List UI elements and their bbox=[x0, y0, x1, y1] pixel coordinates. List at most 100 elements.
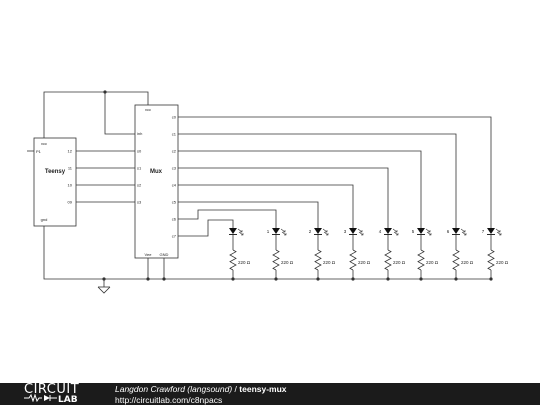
junction-dot bbox=[274, 277, 278, 281]
logo-bottom-text: LAB bbox=[58, 395, 78, 405]
resistor-value-label: 220 Ω bbox=[281, 260, 294, 265]
light-emission-icon bbox=[357, 228, 364, 236]
vcc-rail bbox=[43, 91, 149, 138]
junction-dot bbox=[454, 277, 458, 281]
led-index-label: 1 bbox=[267, 229, 270, 234]
led[interactable]: 1 220 Ω bbox=[267, 228, 294, 271]
circuitlab-logo[interactable]: CIRCUIT LAB bbox=[24, 383, 94, 405]
resistor-icon bbox=[417, 249, 425, 271]
channel-wire bbox=[178, 167, 389, 228]
resistor-icon bbox=[452, 249, 460, 271]
circuit-url[interactable]: http://circuitlab.com/c8npacs bbox=[115, 395, 223, 405]
resistor-icon bbox=[487, 249, 495, 271]
led-diode-icon bbox=[272, 228, 280, 234]
led-diode-icon bbox=[452, 228, 460, 234]
mux-select-pin-label: s1 bbox=[137, 166, 142, 171]
teensy-pin-label: 12 bbox=[68, 149, 73, 154]
resistor-value-label: 220 Ω bbox=[461, 260, 474, 265]
junction-dot bbox=[489, 277, 493, 281]
credit-separator: / bbox=[232, 384, 240, 394]
channel-wire bbox=[178, 150, 422, 228]
resistor-icon bbox=[229, 249, 237, 271]
mux-channel-pin-label: c0 bbox=[172, 115, 177, 120]
resistor-icon bbox=[349, 249, 357, 271]
channel-wire bbox=[178, 116, 492, 228]
led-index-label: 5 bbox=[412, 229, 415, 234]
led-index-label: 4 bbox=[379, 229, 382, 234]
led-diode-icon bbox=[314, 228, 322, 234]
resistor-value-label: 220 Ω bbox=[238, 260, 251, 265]
teensy-pin-gnd: gnd bbox=[41, 217, 48, 222]
mux-select-pin-label: s2 bbox=[137, 183, 142, 188]
led-diode-icon bbox=[229, 228, 237, 234]
led-diode-icon bbox=[417, 228, 425, 234]
credit-line: Langdon Crawford (langsound) / teensy-mu… bbox=[115, 384, 287, 394]
led-index-label: 2 bbox=[309, 229, 312, 234]
led[interactable]: 2 220 Ω bbox=[309, 228, 336, 271]
led[interactable]: 4 220 Ω bbox=[379, 228, 406, 271]
led[interactable]: 220 Ω bbox=[229, 228, 251, 271]
mux-select-pin-label: s3 bbox=[137, 200, 142, 205]
led-diode-icon bbox=[384, 228, 392, 234]
resistor-value-label: 220 Ω bbox=[323, 260, 336, 265]
channel-wire bbox=[178, 209, 277, 228]
led-index-label: 3 bbox=[344, 229, 347, 234]
light-emission-icon bbox=[460, 228, 467, 236]
mux-channel-pin-label: c1 bbox=[172, 132, 177, 137]
light-emission-icon bbox=[495, 228, 502, 236]
junction-dot bbox=[386, 277, 390, 281]
resistor-logo-icon bbox=[24, 394, 57, 402]
teensy-chip[interactable]: Teensy vcc gnd P1 bbox=[33, 137, 77, 227]
author-name[interactable]: Langdon Crawford (langsound) bbox=[115, 384, 233, 394]
mux-channel-pin-label: c5 bbox=[172, 200, 177, 205]
channel-wire bbox=[178, 184, 354, 228]
mux-channel-pin-label: c4 bbox=[172, 183, 177, 188]
resistor-value-label: 220 Ω bbox=[358, 260, 371, 265]
led[interactable]: 3 220 Ω bbox=[344, 228, 371, 271]
inh-wire bbox=[104, 92, 135, 135]
mux-channel-pin-label: c6 bbox=[172, 217, 177, 222]
resistor-icon bbox=[272, 249, 280, 271]
channel-wire bbox=[178, 201, 319, 228]
light-emission-icon bbox=[425, 228, 432, 236]
mux-label: Mux bbox=[150, 169, 163, 175]
light-emission-icon bbox=[392, 228, 399, 236]
resistor-icon bbox=[384, 249, 392, 271]
resistor-value-label: 220 Ω bbox=[426, 260, 439, 265]
mux-pin-vcc: vcc bbox=[145, 107, 151, 112]
resistor-icon bbox=[314, 249, 322, 271]
light-emission-icon bbox=[280, 228, 287, 236]
led-diode-icon bbox=[349, 228, 357, 234]
teensy-pin-label: 11 bbox=[68, 166, 73, 171]
led[interactable]: 7 220 Ω bbox=[482, 228, 509, 271]
mux-channel-pin-label: c7 bbox=[172, 234, 177, 239]
logo-top-text: CIRCUIT bbox=[24, 382, 80, 397]
circuit-name[interactable]: teensy-mux bbox=[239, 384, 287, 394]
junction-dot bbox=[231, 277, 235, 281]
junction-dot bbox=[419, 277, 423, 281]
mux-pin-gnd: GND bbox=[160, 252, 169, 257]
teensy-pin-vcc: vcc bbox=[41, 141, 47, 146]
light-emission-icon bbox=[237, 228, 244, 236]
junction-dot bbox=[146, 277, 150, 281]
ground-symbol bbox=[97, 286, 111, 294]
junction-dot bbox=[316, 277, 320, 281]
resistor-value-label: 220 Ω bbox=[496, 260, 509, 265]
mux-chip[interactable]: Mux vcc inh Vee GND bbox=[134, 104, 179, 259]
junction-dot bbox=[351, 277, 355, 281]
mux-pin-inh: inh bbox=[137, 131, 142, 136]
mux-channel-pin-label: c2 bbox=[172, 149, 177, 154]
channel-wire bbox=[178, 219, 234, 237]
led[interactable]: 5 220 Ω bbox=[412, 228, 439, 271]
led-diode-icon bbox=[487, 228, 495, 234]
junction-dot bbox=[162, 277, 166, 281]
junction-dot bbox=[102, 277, 106, 281]
footer-bar: CIRCUIT LAB Langdon Crawford (langsound)… bbox=[0, 383, 540, 405]
light-emission-icon bbox=[322, 228, 329, 236]
channel-wire bbox=[178, 133, 457, 228]
ground-rail bbox=[43, 226, 491, 280]
led-index-label: 7 bbox=[482, 229, 485, 234]
resistor-value-label: 220 Ω bbox=[393, 260, 406, 265]
